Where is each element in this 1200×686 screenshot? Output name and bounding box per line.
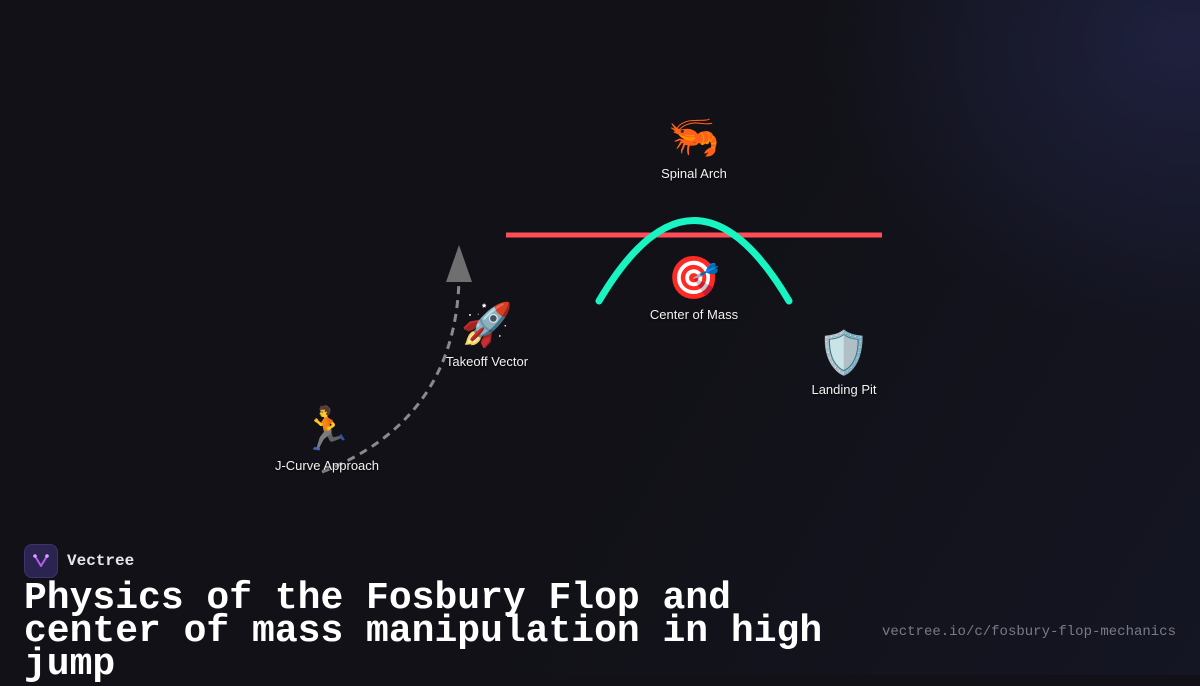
page-title: Physics of the Fosbury Flop and center o…: [24, 577, 823, 686]
node-label: Spinal Arch: [661, 166, 727, 181]
takeoff-arrowhead: [446, 245, 472, 282]
vectree-logo-icon: [24, 544, 58, 578]
rocket-icon: 🚀: [460, 301, 514, 348]
node-takeoff-vector[interactable]: 🚀 Takeoff Vector: [446, 300, 528, 369]
node-landing-pit[interactable]: 🛡️ Landing Pit: [811, 328, 876, 397]
source-url[interactable]: vectree.io/c/fosbury-flop-mechanics: [881, 624, 1176, 640]
node-label: Takeoff Vector: [445, 354, 529, 369]
node-center-of-mass[interactable]: 🎯 Center of Mass: [650, 253, 738, 322]
target-icon: 🎯: [667, 254, 721, 301]
brand-name: Vectree: [67, 552, 135, 570]
shield-icon: 🛡️: [817, 329, 871, 376]
node-label: Center of Mass: [649, 307, 739, 322]
node-spinal-arch[interactable]: 🦐 Spinal Arch: [661, 112, 727, 181]
node-label: Landing Pit: [811, 382, 877, 397]
shrimp-icon: 🦐: [667, 113, 721, 160]
runner-icon: 🏃: [300, 405, 354, 452]
brand[interactable]: Vectree: [24, 544, 134, 578]
spinal-arch-curve: [595, 217, 793, 305]
node-label: J-Curve Approach: [274, 458, 380, 473]
node-j-curve-approach[interactable]: 🏃 J-Curve Approach: [275, 404, 379, 473]
j-curve-approach-path: [321, 279, 461, 474]
